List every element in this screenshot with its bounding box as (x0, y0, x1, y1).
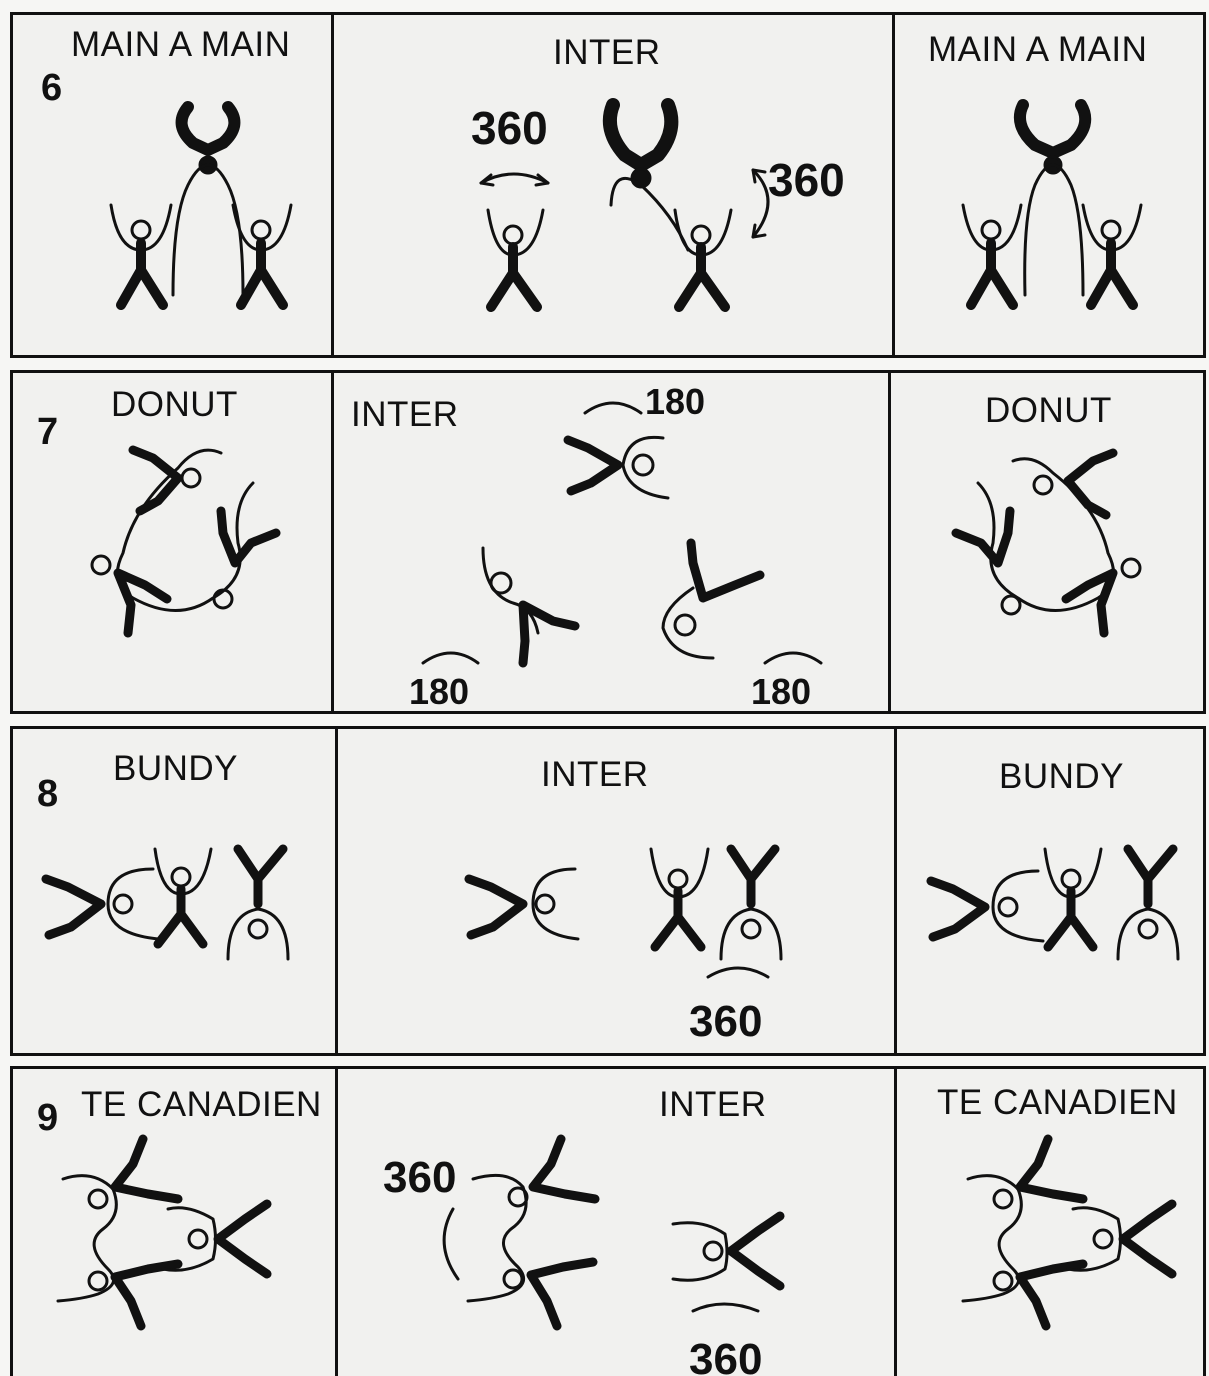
formation-drawing (13, 373, 1209, 717)
jumper-figure (488, 210, 543, 307)
jumper-figure (483, 548, 575, 663)
jumper-figure (469, 869, 578, 939)
rotation-arrow (423, 653, 478, 663)
rotation-arrow (708, 968, 768, 977)
jumper-figure (1083, 205, 1141, 305)
rotation-arrow (693, 1304, 758, 1311)
jumper-figure (173, 107, 243, 295)
formation-drawing (13, 729, 1209, 1059)
jumper-figure (675, 210, 731, 307)
jumper-figure (673, 1216, 780, 1286)
jumper-figure (651, 849, 708, 947)
jumper-figure (721, 849, 781, 959)
donut-ring (92, 450, 276, 633)
rotation-arrow (585, 403, 641, 413)
jumper-figure (663, 543, 760, 658)
jumper-figure (155, 849, 211, 944)
jumper-figure (111, 205, 171, 305)
formation-row-7: 7 DONUT INTER DONUT 180 180 180 (10, 370, 1206, 714)
jumper-figure (46, 869, 158, 939)
formation-row-6: 6 MAIN A MAIN INTER MAIN A MAIN 360 360 (10, 12, 1206, 358)
jumper-figure (1020, 105, 1085, 295)
donut-ring (956, 453, 1140, 633)
jumper-figure (228, 849, 288, 959)
jumper-figure (994, 1264, 1083, 1326)
jumper-figure (1118, 849, 1178, 959)
formation-row-9: 9 TE CANADIEN INTER TE CANADIEN 360 360 (10, 1066, 1206, 1376)
formation-drawing (13, 15, 1209, 361)
rotation-arrow (765, 653, 821, 663)
rotation-arrow (444, 1209, 458, 1279)
jumper-figure (504, 1262, 593, 1326)
jumper-figure (568, 437, 668, 498)
jumper-figure (1045, 849, 1101, 947)
jumper-figure (963, 205, 1021, 305)
jumper-figure (610, 105, 688, 250)
jumper-figure (931, 871, 1043, 941)
jumper-figure (89, 1264, 178, 1326)
formation-drawing (13, 1069, 1209, 1376)
formation-row-8: 8 BUNDY INTER BUNDY 360 (10, 726, 1206, 1056)
